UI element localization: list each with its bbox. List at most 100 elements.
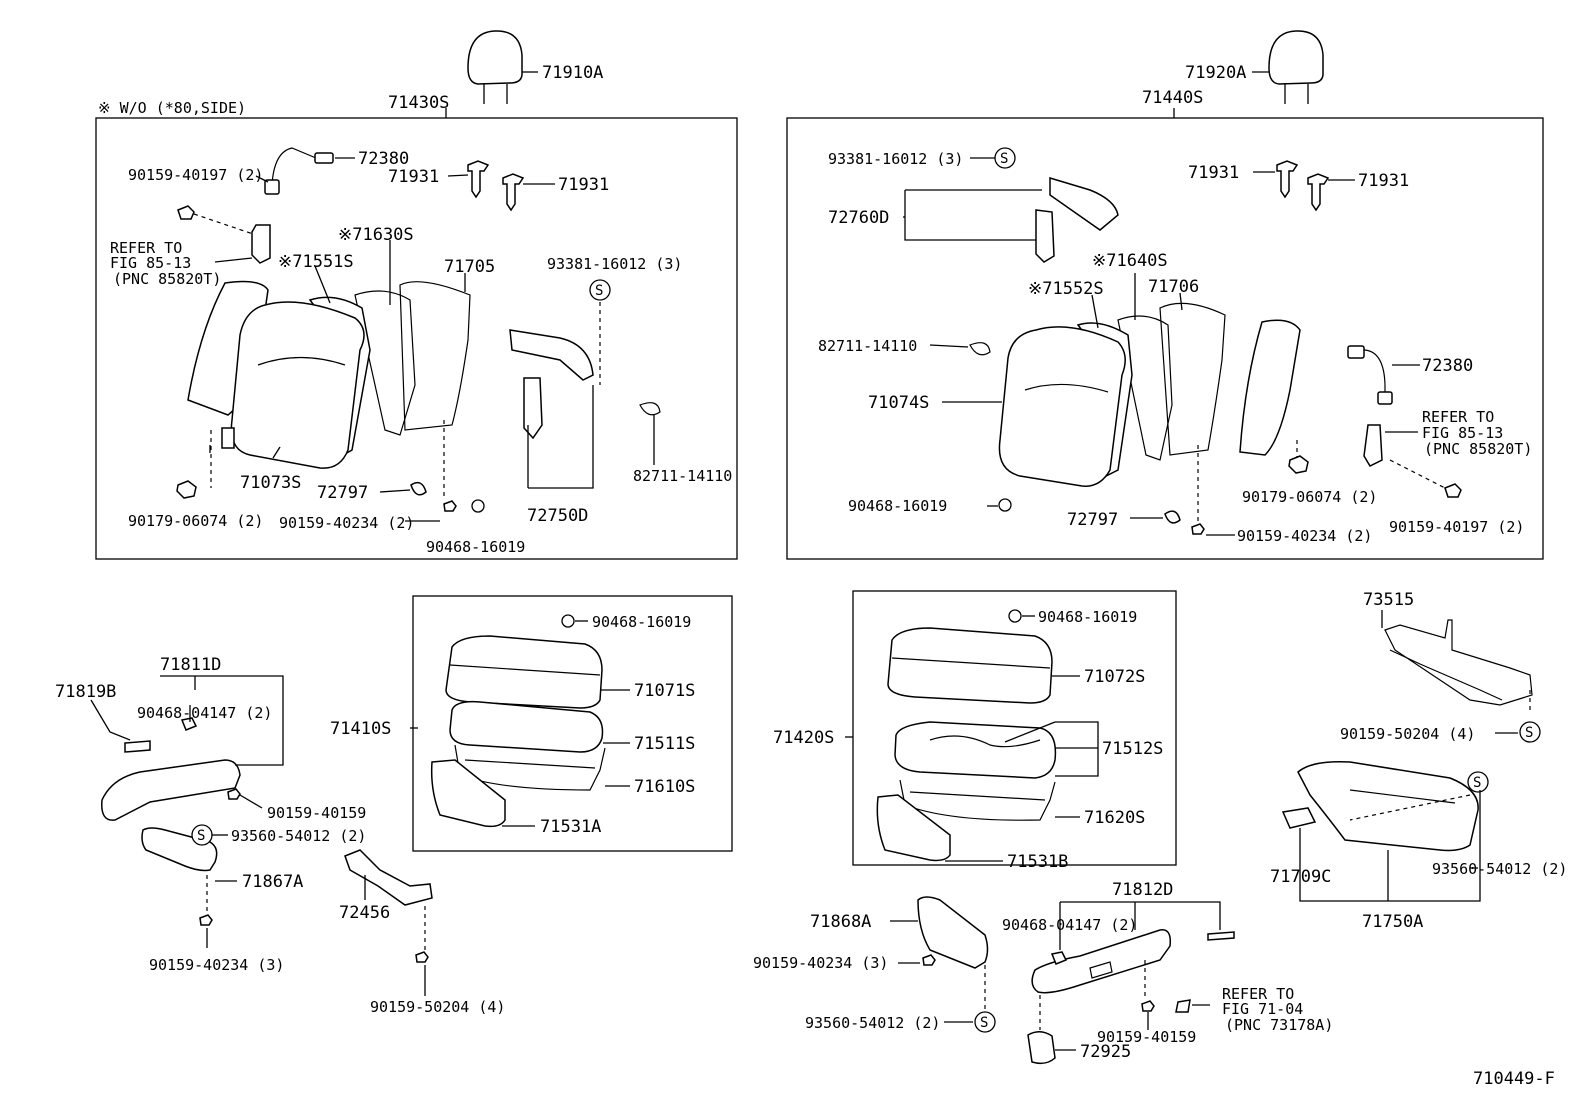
label-m-71531A: 71531A bbox=[540, 817, 601, 837]
label-bm-71812D: 71812D bbox=[1112, 880, 1173, 900]
right-lower-parts bbox=[1281, 619, 1533, 852]
label-r-71931a: 71931 bbox=[1188, 163, 1239, 183]
svg-text:S: S bbox=[1000, 151, 1008, 167]
screw-marker-bm-93560: S bbox=[974, 1011, 996, 1033]
label-71920A: 71920A bbox=[1185, 63, 1246, 83]
label-r-71931b: 71931 bbox=[1358, 171, 1409, 191]
label-l-90179: 90179-06074 (2) bbox=[128, 512, 263, 530]
label-m-71531B: 71531B bbox=[1007, 852, 1068, 872]
label-l-71931b: 71931 bbox=[558, 175, 609, 195]
right-cushion-box bbox=[852, 590, 1177, 866]
label-bl-71867A: 71867A bbox=[242, 872, 303, 892]
headrest-left bbox=[467, 30, 538, 104]
screw-marker-right-93381: S bbox=[994, 147, 1016, 169]
leader-lines bbox=[90, 157, 1518, 1051]
label-m-90468-r: 90468-16019 bbox=[1038, 608, 1137, 626]
label-l-72797: 72797 bbox=[317, 483, 368, 503]
svg-text:S: S bbox=[595, 283, 603, 299]
label-bl-90159-40159: 90159-40159 bbox=[267, 804, 366, 822]
left-cushion-assembly bbox=[430, 614, 606, 828]
label-r-71640S: ※71640S bbox=[1092, 251, 1168, 271]
label-bl-90159-50204: 90159-50204 (4) bbox=[370, 998, 505, 1016]
label-l-71551S: ※71551S bbox=[278, 252, 354, 272]
label-l-71073S: 71073S bbox=[240, 473, 301, 493]
headrest-right bbox=[1252, 30, 1324, 104]
label-bm-refer-a: REFER TO bbox=[1222, 985, 1294, 1003]
label-71430S: 71430S bbox=[388, 93, 449, 113]
label-m-71512S: 71512S bbox=[1102, 739, 1163, 759]
label-m-71620S: 71620S bbox=[1084, 808, 1145, 828]
label-m-90468-l: 90468-16019 bbox=[592, 613, 691, 631]
label-bm-90468-04147: 90468-04147 (2) bbox=[1002, 916, 1137, 934]
screw-marker-left-93381: S bbox=[589, 279, 611, 301]
screw-marker-br-93560: S bbox=[1467, 771, 1489, 793]
label-bm-72925: 72925 bbox=[1080, 1042, 1131, 1062]
diagram-id: 710449-F bbox=[1473, 1069, 1555, 1089]
label-r-93381: 93381-16012 (3) bbox=[828, 150, 963, 168]
label-l-refer-c: (PNC 85820T) bbox=[113, 270, 221, 288]
right-seatback-box bbox=[786, 117, 1544, 560]
right-cushion-assembly bbox=[876, 609, 1057, 862]
label-r-71552S: ※71552S bbox=[1028, 279, 1104, 299]
label-bl-71811D: 71811D bbox=[160, 655, 221, 675]
label-br-90159-50204: 90159-50204 (4) bbox=[1340, 725, 1475, 743]
label-bl-93560: 93560-54012 (2) bbox=[231, 827, 366, 845]
label-m-71071S: 71071S bbox=[634, 681, 695, 701]
label-m-71420S: 71420S bbox=[773, 728, 834, 748]
label-r-71074S: 71074S bbox=[868, 393, 929, 413]
label-br-71750A: 71750A bbox=[1362, 912, 1423, 932]
label-l-refer-b: FIG 85-13 bbox=[110, 254, 191, 272]
part-labels: ※ W/O (*80,SIDE) 71910A 71920A 71430S 71… bbox=[55, 63, 1567, 1089]
label-71910A: 71910A bbox=[542, 63, 603, 83]
svg-text:S: S bbox=[1473, 775, 1481, 791]
label-bm-90159-40234: 90159-40234 (3) bbox=[753, 954, 888, 972]
label-l-72750D: 72750D bbox=[527, 506, 588, 526]
label-r-82711: 82711-14110 bbox=[818, 337, 917, 355]
label-bm-93560: 93560-54012 (2) bbox=[805, 1014, 940, 1032]
left-cushion-box bbox=[412, 595, 733, 852]
left-seatback-assembly bbox=[176, 147, 661, 513]
label-m-71072S: 71072S bbox=[1084, 667, 1145, 687]
label-m-71511S: 71511S bbox=[634, 734, 695, 754]
label-l-71931a: 71931 bbox=[388, 167, 439, 187]
svg-text:S: S bbox=[197, 828, 205, 844]
screw-marker-br-90159: S bbox=[1519, 721, 1541, 743]
label-br-73515: 73515 bbox=[1363, 590, 1414, 610]
label-r-72797: 72797 bbox=[1067, 510, 1118, 530]
right-seatback-assembly bbox=[969, 160, 1462, 535]
label-br-93560: 93560-54012 (2) bbox=[1432, 860, 1567, 878]
label-r-90468: 90468-16019 bbox=[848, 497, 947, 515]
label-wo-note: ※ W/O (*80,SIDE) bbox=[98, 99, 246, 117]
label-r-refer-c: (PNC 85820T) bbox=[1424, 440, 1532, 458]
label-l-refer-a: REFER TO bbox=[110, 239, 182, 257]
label-bl-72456: 72456 bbox=[339, 903, 390, 923]
svg-text:S: S bbox=[1525, 725, 1533, 741]
label-l-71630S: ※71630S bbox=[338, 225, 414, 245]
label-r-72380: 72380 bbox=[1422, 356, 1473, 376]
label-l-93381: 93381-16012 (3) bbox=[547, 255, 682, 273]
label-71440S: 71440S bbox=[1142, 88, 1203, 108]
label-br-71709C: 71709C bbox=[1270, 867, 1331, 887]
label-bm-refer-c: (PNC 73178A) bbox=[1225, 1016, 1333, 1034]
left-seat-side-trim bbox=[101, 717, 433, 963]
label-r-90159-40197: 90159-40197 (2) bbox=[1389, 518, 1524, 536]
screw-markers: S S S S S S bbox=[191, 147, 1541, 1033]
right-seat-side-trim bbox=[917, 896, 1235, 1065]
label-r-71706: 71706 bbox=[1148, 277, 1199, 297]
screw-marker-bl-93560: S bbox=[191, 824, 213, 846]
label-bm-71868A: 71868A bbox=[810, 912, 871, 932]
label-bm-90159-40159: 90159-40159 bbox=[1097, 1028, 1196, 1046]
label-bl-90468-04147: 90468-04147 (2) bbox=[137, 704, 272, 722]
label-l-90468: 90468-16019 bbox=[426, 538, 525, 556]
label-l-82711: 82711-14110 bbox=[633, 467, 732, 485]
label-bl-71819B: 71819B bbox=[55, 682, 116, 702]
label-l-71705: 71705 bbox=[444, 257, 495, 277]
label-r-refer-a: REFER TO bbox=[1422, 408, 1494, 426]
label-m-71410S: 71410S bbox=[330, 719, 391, 739]
label-bm-refer-b: FIG 71-04 bbox=[1222, 1000, 1303, 1018]
left-seatback-box bbox=[95, 117, 738, 560]
label-r-refer-b: FIG 85-13 bbox=[1422, 424, 1503, 442]
label-r-90159-40234: 90159-40234 (2) bbox=[1237, 527, 1372, 545]
label-l-90159-40197: 90159-40197 (2) bbox=[128, 166, 263, 184]
label-l-90159-40234: 90159-40234 (2) bbox=[279, 514, 414, 532]
